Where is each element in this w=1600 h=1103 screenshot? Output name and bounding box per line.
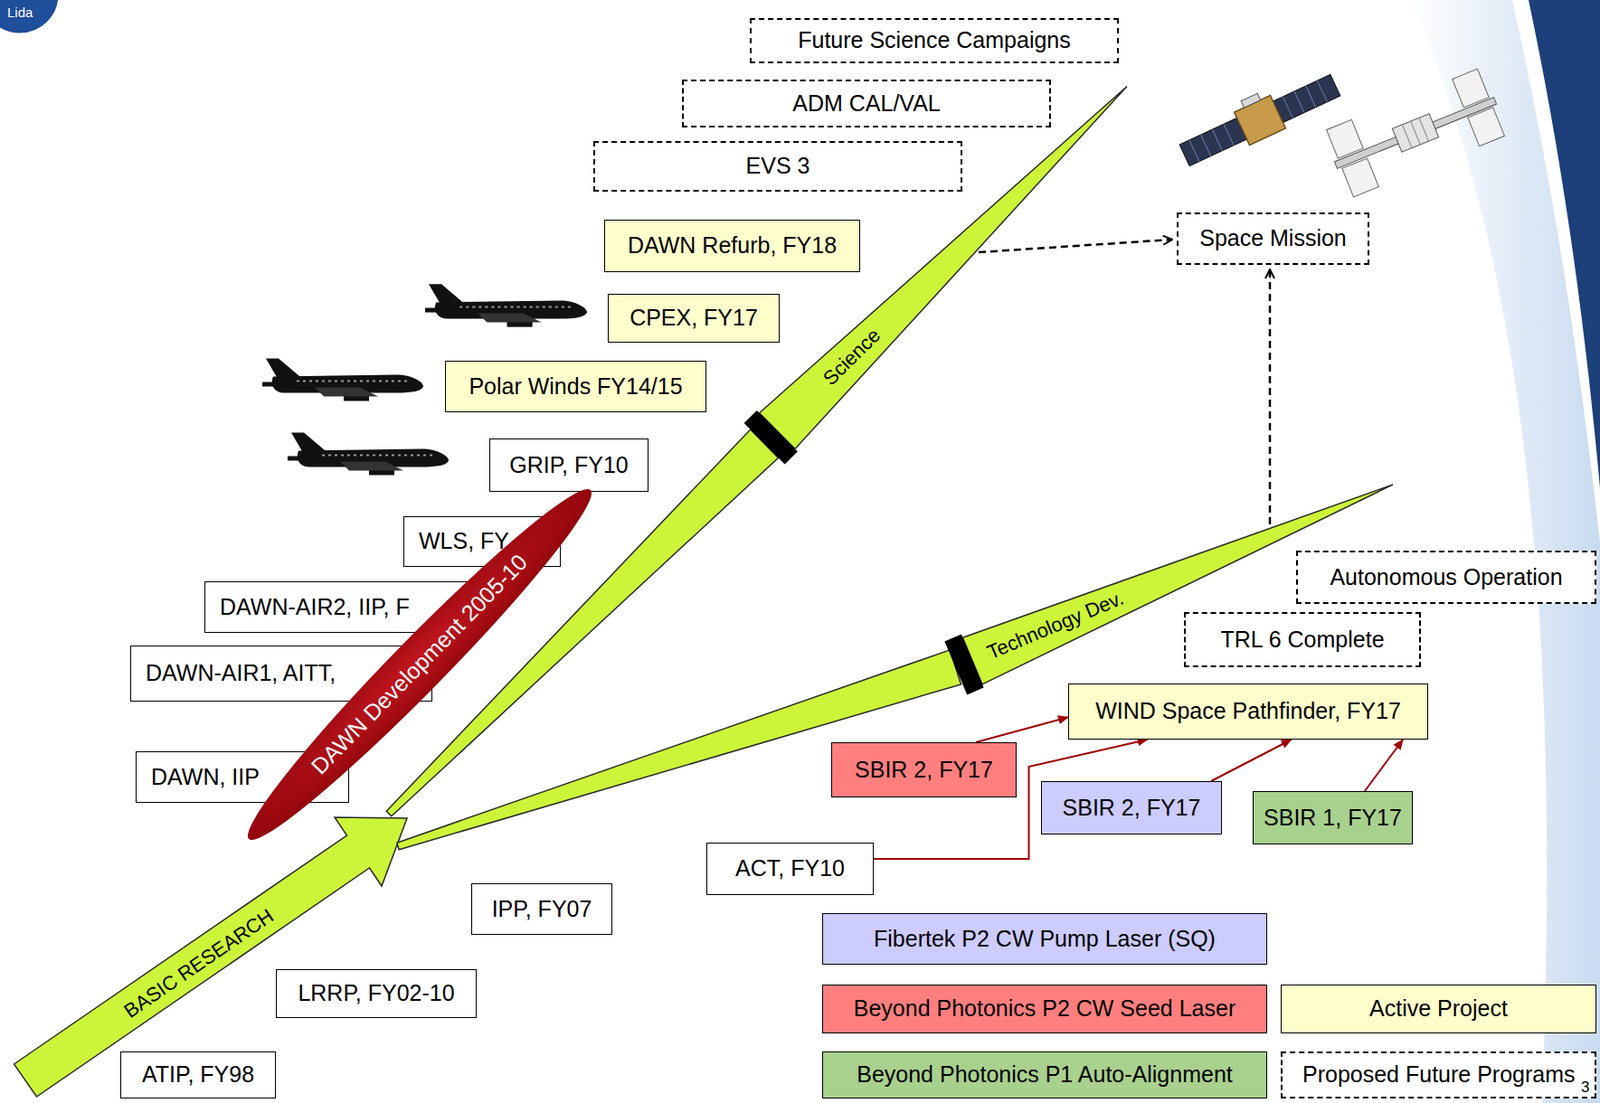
aircraft-icon (287, 433, 449, 476)
legend-box: Active Project (1280, 984, 1597, 1034)
funding-arrow (975, 717, 1069, 743)
legend-box: Beyond Photonics P2 CW Seed Laser (822, 984, 1268, 1034)
proposed-box: Space Mission (1176, 212, 1370, 266)
proposed-box: Future Science Campaigns (749, 18, 1119, 64)
node-text: ATIP, FY98 (142, 1062, 255, 1089)
node-text: Space Mission (1199, 226, 1347, 252)
legend-text: Beyond Photonics P2 CW Seed Laser (853, 996, 1236, 1023)
satellite-icon (1173, 62, 1344, 172)
arrow-label: Technology Dev. (984, 587, 1127, 665)
program-box: IPP, FY07 (471, 883, 613, 936)
space-station-icon (1322, 66, 1509, 199)
node-text: WIND Space Pathfinder, FY17 (1095, 699, 1402, 725)
legend-text: Beyond Photonics P1 Auto-Alignment (856, 1062, 1233, 1089)
active-box: DAWN Refurb, FY18 (604, 219, 861, 273)
node-text: Autonomous Operation (1329, 565, 1563, 591)
arrow-label: BASIC RESEARCH (120, 905, 278, 1023)
node-text: ACT, FY10 (735, 856, 845, 882)
program-box: ACT, FY10 (706, 842, 874, 896)
legend-text: Fibertek P2 CW Pump Laser (SQ) (873, 927, 1216, 953)
background-corner (1528, 0, 1600, 489)
node-text: TRL 6 Complete (1220, 627, 1384, 654)
arrow-label: Science (819, 324, 886, 390)
aircraft-icon (425, 284, 587, 327)
logo-badge (0, 0, 60, 35)
program-box: LRRP, FY02-10 (275, 969, 477, 1019)
proposed-box: ADM CAL/VAL (681, 79, 1051, 128)
logo-text: Lida (7, 5, 33, 21)
program-box: SBIR 2, FY17 (831, 742, 1017, 798)
node-text: DAWN, IIP (151, 765, 260, 791)
node-text: DAWN Refurb, FY18 (627, 233, 837, 259)
node-text: ADM CAL/VAL (792, 91, 940, 117)
dashed-arrow (1268, 269, 1272, 525)
legend-box: Fibertek P2 CW Pump Laser (SQ) (822, 913, 1268, 966)
node-text: CPEX, FY17 (629, 305, 758, 332)
node-text: SBIR 1, FY17 (1263, 805, 1402, 832)
node-text: SBIR 2, FY17 (1062, 795, 1202, 822)
node-text: GRIP, FY10 (509, 453, 629, 479)
background-gap (1512, 0, 1600, 543)
node-text: LRRP, FY02-10 (297, 981, 455, 1007)
program-box: SBIR 2, FY17 (1041, 781, 1222, 835)
legend-box: Proposed Future Programs (1280, 1051, 1597, 1099)
active-box: CPEX, FY17 (607, 293, 780, 343)
node-text: SBIR 2, FY17 (854, 757, 994, 784)
node-text: DAWN-AIR2, IIP, F (219, 595, 410, 621)
active-box: WIND Space Pathfinder, FY17 (1068, 683, 1429, 740)
active-box: Polar Winds FY14/15 (444, 360, 707, 413)
node-text: Future Science Campaigns (797, 28, 1071, 54)
funding-arrow (1211, 739, 1292, 782)
page-number: 3 (1581, 1079, 1590, 1098)
aircraft-icon (262, 359, 424, 402)
arrow-band (944, 634, 984, 696)
proposed-box: Autonomous Operation (1296, 550, 1597, 605)
program-box: ATIP, FY98 (120, 1051, 276, 1099)
proposed-box: TRL 6 Complete (1183, 612, 1421, 668)
node-text: EVS 3 (746, 153, 811, 180)
legend-text: Proposed Future Programs (1302, 1062, 1576, 1089)
proposed-box: EVS 3 (593, 141, 963, 192)
funding-arrow (1364, 739, 1403, 792)
node-text: WLS, FY (418, 529, 510, 555)
node-text: Polar Winds FY14/15 (468, 374, 682, 400)
dashed-arrow (978, 239, 1173, 253)
legend-text: Active Project (1369, 996, 1508, 1023)
node-text: DAWN-AIR1, AITT, (145, 661, 336, 687)
program-box: GRIP, FY10 (489, 438, 649, 493)
arrow-band (744, 410, 798, 465)
program-box: SBIR 1, FY17 (1252, 791, 1413, 845)
node-text: IPP, FY07 (492, 897, 593, 923)
legend-box: Beyond Photonics P1 Auto-Alignment (822, 1051, 1268, 1099)
